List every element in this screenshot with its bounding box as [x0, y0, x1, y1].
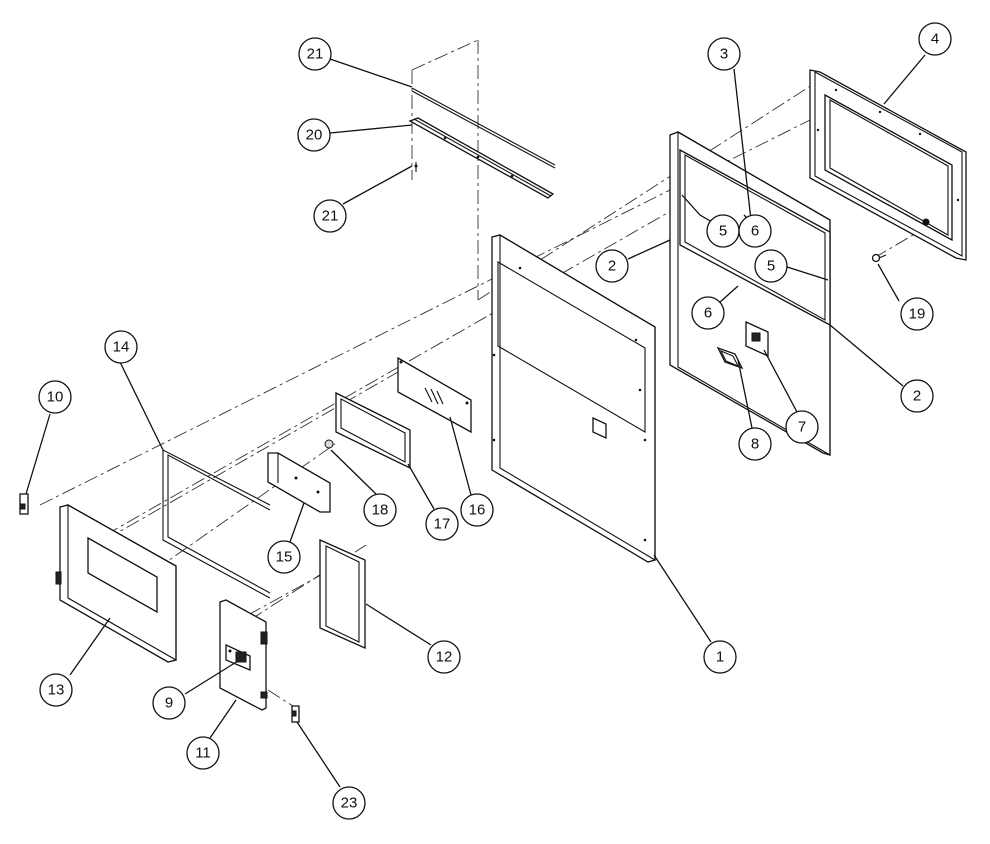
callout-15: 15 [267, 540, 301, 574]
callout-4: 4 [918, 22, 952, 56]
callout-5-right: 5 [754, 249, 788, 283]
svg-text:3: 3 [720, 46, 728, 63]
callout-21-upper: 21 [298, 37, 332, 71]
callout-2-left: 2 [595, 249, 629, 283]
part-21-upper-strip [411, 87, 556, 169]
callout-13: 13 [39, 673, 73, 707]
part-1-door-panel [491, 234, 656, 563]
part-20-mounting-angle [408, 117, 555, 199]
svg-text:8: 8 [751, 436, 759, 453]
callout-8: 8 [738, 427, 772, 461]
svg-text:12: 12 [436, 649, 453, 666]
svg-text:9: 9 [165, 695, 173, 712]
part-4-window-frame [809, 69, 967, 261]
part-15-bracket [267, 452, 331, 513]
callout-balloons: 21 20 21 3 4 5 6 2 5 6 19 [38, 22, 952, 820]
part-12-door-gasket [319, 538, 366, 650]
svg-text:5: 5 [719, 223, 727, 240]
svg-text:18: 18 [372, 502, 389, 519]
callout-1: 1 [703, 640, 737, 674]
part-14-frame [162, 449, 271, 599]
svg-text:23: 23 [341, 795, 358, 812]
part-16-glass-panel [397, 356, 472, 434]
callout-16: 16 [460, 493, 494, 527]
svg-text:11: 11 [195, 745, 211, 762]
assembly-guide-lines [39, 39, 931, 709]
callout-6-bottom: 6 [691, 296, 725, 330]
svg-text:1: 1 [716, 649, 724, 666]
svg-text:2: 2 [913, 388, 921, 405]
svg-text:20: 20 [306, 127, 323, 144]
part-8-small-gasket [716, 346, 744, 370]
callout-19: 19 [900, 297, 934, 331]
callout-9: 9 [152, 686, 186, 720]
svg-text:21: 21 [322, 208, 339, 225]
part-10-hinge [19, 493, 29, 515]
part-23-hinge [291, 705, 300, 723]
callout-6-top: 6 [738, 214, 772, 248]
part-13-door [55, 504, 177, 663]
callout-12: 12 [427, 640, 461, 674]
part-9-latch [225, 643, 251, 671]
callout-20: 20 [297, 118, 331, 152]
callout-11: 11 [186, 736, 220, 770]
callout-23: 23 [332, 786, 366, 820]
svg-text:6: 6 [751, 223, 759, 240]
callout-17: 17 [425, 507, 459, 541]
callout-5-left: 5 [706, 214, 740, 248]
callout-14: 14 [104, 330, 138, 364]
callout-3: 3 [707, 37, 741, 71]
svg-text:2: 2 [608, 258, 616, 275]
part-18-nut [324, 439, 334, 449]
svg-text:21: 21 [307, 46, 324, 63]
svg-text:6: 6 [704, 305, 712, 322]
svg-text:5: 5 [767, 258, 775, 275]
svg-text:4: 4 [931, 31, 939, 48]
callout-2-right: 2 [900, 379, 934, 413]
leader-lines [25, 54, 926, 788]
callout-10: 10 [38, 380, 72, 414]
callout-18: 18 [363, 493, 397, 527]
svg-text:16: 16 [469, 502, 486, 519]
svg-text:14: 14 [113, 339, 130, 356]
callout-21-lower: 21 [313, 199, 347, 233]
svg-text:19: 19 [909, 306, 926, 323]
part-17-window-gasket [335, 391, 411, 470]
callout-7: 7 [785, 410, 819, 444]
part-21-screw [414, 162, 418, 172]
svg-text:7: 7 [798, 419, 806, 436]
part-7-latch-plate [745, 320, 769, 358]
svg-text:15: 15 [276, 549, 293, 566]
part-19-screw [871, 253, 887, 263]
svg-text:13: 13 [48, 682, 65, 699]
svg-text:17: 17 [434, 516, 451, 533]
svg-text:10: 10 [47, 389, 64, 406]
